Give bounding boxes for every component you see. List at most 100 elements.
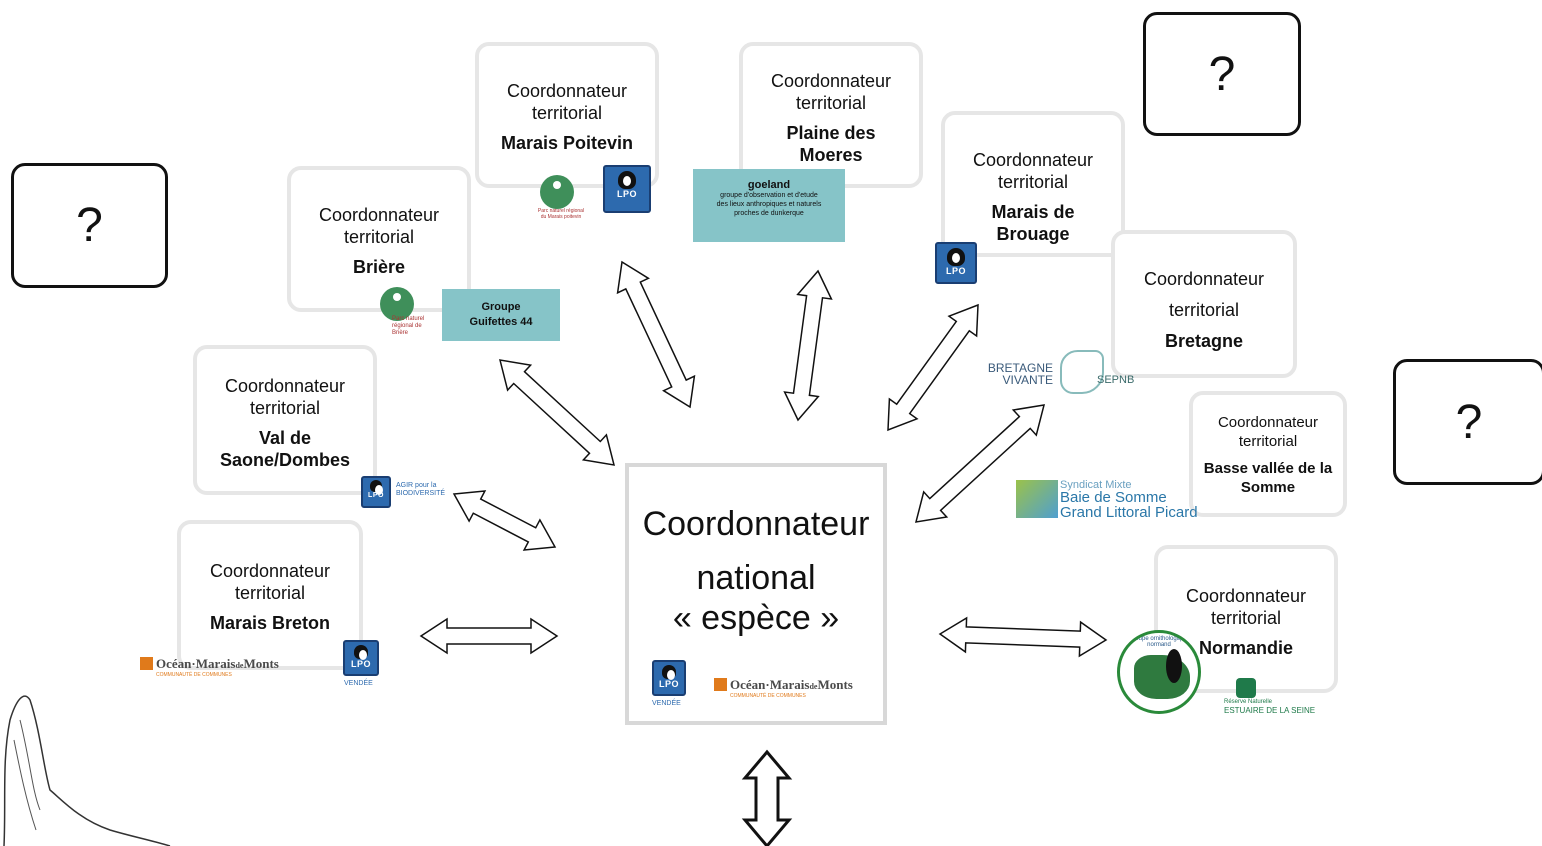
- question-mark: ?: [1455, 395, 1483, 449]
- lpo-logo: LPO: [361, 476, 391, 508]
- parc-briere-label: Parc naturel régional de Brière: [392, 316, 425, 336]
- lpo-vendee-logo: LPO: [343, 640, 379, 676]
- arrow-val-de-saone: [452, 490, 557, 551]
- goeland-logo: goeland groupe d'observation et d'etude …: [693, 169, 845, 242]
- goeland-subtitle: groupe d'observation et d'etude des lieu…: [716, 192, 822, 217]
- lpo-label: LPO: [616, 189, 637, 199]
- box-line2: territorial: [997, 172, 1068, 192]
- parc-marais-poitevin-icon: [540, 175, 574, 209]
- arrow-marais-poitevin: [616, 260, 696, 409]
- box-name: Marais Poitevin: [500, 133, 634, 153]
- box-line2: territorial: [1210, 608, 1281, 628]
- ocean-de: de: [235, 661, 244, 670]
- national-line3: « espèce »: [672, 599, 840, 637]
- national-line1: Coordonnateur: [642, 505, 870, 543]
- sepnb-label: SEPNB: [1097, 374, 1135, 386]
- box-name: Marais de Brouage: [991, 202, 1075, 244]
- ocean-monts: Monts: [243, 656, 279, 671]
- lpo-label: LPO: [658, 679, 679, 689]
- lpo-logo: LPO: [603, 165, 651, 213]
- box-line2: territorial: [343, 227, 414, 247]
- syndicat-mixte-logo: Syndicat Mixte Baie de Somme Grand Litto…: [1060, 479, 1198, 521]
- syndicat-line3: Grand Littoral Picard: [1060, 504, 1198, 521]
- bretagne-vivante-logo: BRETAGNE VIVANTE: [981, 362, 1053, 386]
- bretagne-map-icon: [1060, 350, 1104, 394]
- unknown-box-right: ?: [1393, 359, 1542, 485]
- box-briere: Coordonnateur territorial Brière: [287, 166, 471, 312]
- bv-line2: VIVANTE: [1002, 373, 1053, 387]
- arrow-briere: [498, 359, 616, 466]
- arrow-marais-de-brouage: [887, 303, 979, 432]
- box-marais-breton: Coordonnateur territorial Marais Breton: [177, 520, 363, 670]
- syndicat-line1: Syndicat Mixte: [1060, 479, 1132, 491]
- unknown-box-top-right: ?: [1143, 12, 1301, 136]
- question-mark: ?: [76, 199, 103, 252]
- guifettes-logo: Groupe Guifettes 44: [442, 289, 560, 341]
- box-line1: Coordonnateur: [1217, 414, 1319, 431]
- box-name: Brière: [352, 257, 406, 277]
- box-line2: territorial: [234, 583, 305, 603]
- box-bretagne: Coordonnateur territorial Bretagne: [1111, 230, 1297, 378]
- box-line2: territorial: [795, 93, 866, 113]
- box-line1: Coordonnateur: [318, 205, 440, 225]
- vendee-label: VENDÉE: [652, 700, 681, 707]
- box-line1: Coordonnateur: [1143, 269, 1265, 289]
- ocean-sub: COMMUNAUTÉ DE COMMUNES: [730, 693, 806, 699]
- unknown-box-left: ?: [11, 163, 168, 288]
- gonm-label: groupe ornithologique normand: [1129, 636, 1189, 648]
- box-name: Bretagne: [1164, 331, 1244, 351]
- box-basse-vallee-somme: Coordonnateur territorial Basse vallée d…: [1189, 391, 1347, 517]
- reserve-naturelle-icon: [1236, 678, 1256, 698]
- box-name: Normandie: [1198, 638, 1294, 658]
- ocean-marais-de-monts-logo: Océan·MaraisdeMonts COMMUNAUTÉ DE COMMUN…: [714, 677, 853, 699]
- reserve-naturelle-logo: Réserve Naturelle ESTUAIRE DE LA SEINE: [1224, 699, 1315, 715]
- ocean-monts: Monts: [817, 677, 853, 692]
- question-mark: ?: [1208, 47, 1236, 101]
- box-plaine-des-moeres: Coordonnateur territorial Plaine des Moe…: [739, 42, 923, 188]
- arrow-bretagne: [914, 404, 1046, 523]
- box-val-de-saone: Coordonnateur territorial Val de Saone/D…: [193, 345, 377, 495]
- agir-biodiversite-label: AGIR pour la BIODIVERSITÉ: [396, 482, 446, 497]
- reserve-line1: Réserve Naturelle: [1224, 699, 1273, 705]
- lpo-label: LPO: [350, 659, 371, 669]
- ocean-de: de: [809, 682, 818, 691]
- arrow-marais-breton: [419, 617, 559, 655]
- box-marais-de-brouage: Coordonnateur territorial Marais de Brou…: [941, 111, 1125, 257]
- lpo-logo: LPO: [935, 242, 977, 284]
- box-line1: Coordonnateur: [1185, 586, 1307, 606]
- box-line1: Coordonnateur: [224, 376, 346, 396]
- box-line2: territorial: [1168, 300, 1239, 320]
- box-name: Basse vallée de la Somme: [1203, 460, 1333, 496]
- gonm-logo: groupe ornithologique normand: [1117, 630, 1201, 714]
- reserve-line2: ESTUAIRE DE LA SEINE: [1224, 706, 1316, 715]
- lpo-vendee-logo: LPO: [652, 660, 686, 696]
- lpo-label: LPO: [945, 266, 966, 276]
- box-line2: territorial: [249, 398, 320, 418]
- arrow-bottom: [741, 749, 793, 846]
- syndicat-mixte-map-icon: [1016, 480, 1058, 518]
- bv-line1: BRETAGNE: [987, 361, 1053, 375]
- syndicat-line2: Baie de Somme: [1060, 489, 1167, 506]
- box-name: Val de Saone/Dombes: [219, 428, 351, 470]
- box-name: Marais Breton: [209, 613, 331, 633]
- ocean-label: Océan·Marais: [730, 677, 810, 692]
- box-line1: Coordonnateur: [209, 561, 331, 581]
- lpo-label: LPO: [368, 492, 384, 499]
- box-line2: territorial: [531, 103, 602, 123]
- parc-briere-icon: [380, 287, 414, 321]
- box-line1: Coordonnateur: [972, 150, 1094, 170]
- national-line2: national: [696, 559, 816, 597]
- ocean-label: Océan·Marais: [156, 656, 236, 671]
- box-line2: territorial: [1238, 433, 1298, 450]
- parc-marais-poitevin-label: Parc naturel régional du Marais poitevin: [537, 208, 585, 220]
- vendee-label: VENDÉE: [344, 680, 373, 687]
- bird-sketch: [3, 695, 171, 846]
- guifettes-label: Groupe Guifettes 44: [469, 301, 533, 328]
- arrow-normandie: [938, 616, 1108, 658]
- goeland-title: goeland: [747, 179, 791, 191]
- arrow-plaine-des-moeres: [783, 269, 833, 422]
- ocean-sub: COMMUNAUTÉ DE COMMUNES: [156, 672, 232, 678]
- ocean-marais-de-monts-logo: Océan·MaraisdeMonts COMMUNAUTÉ DE COMMUN…: [140, 656, 279, 678]
- box-line1: Coordonnateur: [770, 71, 892, 91]
